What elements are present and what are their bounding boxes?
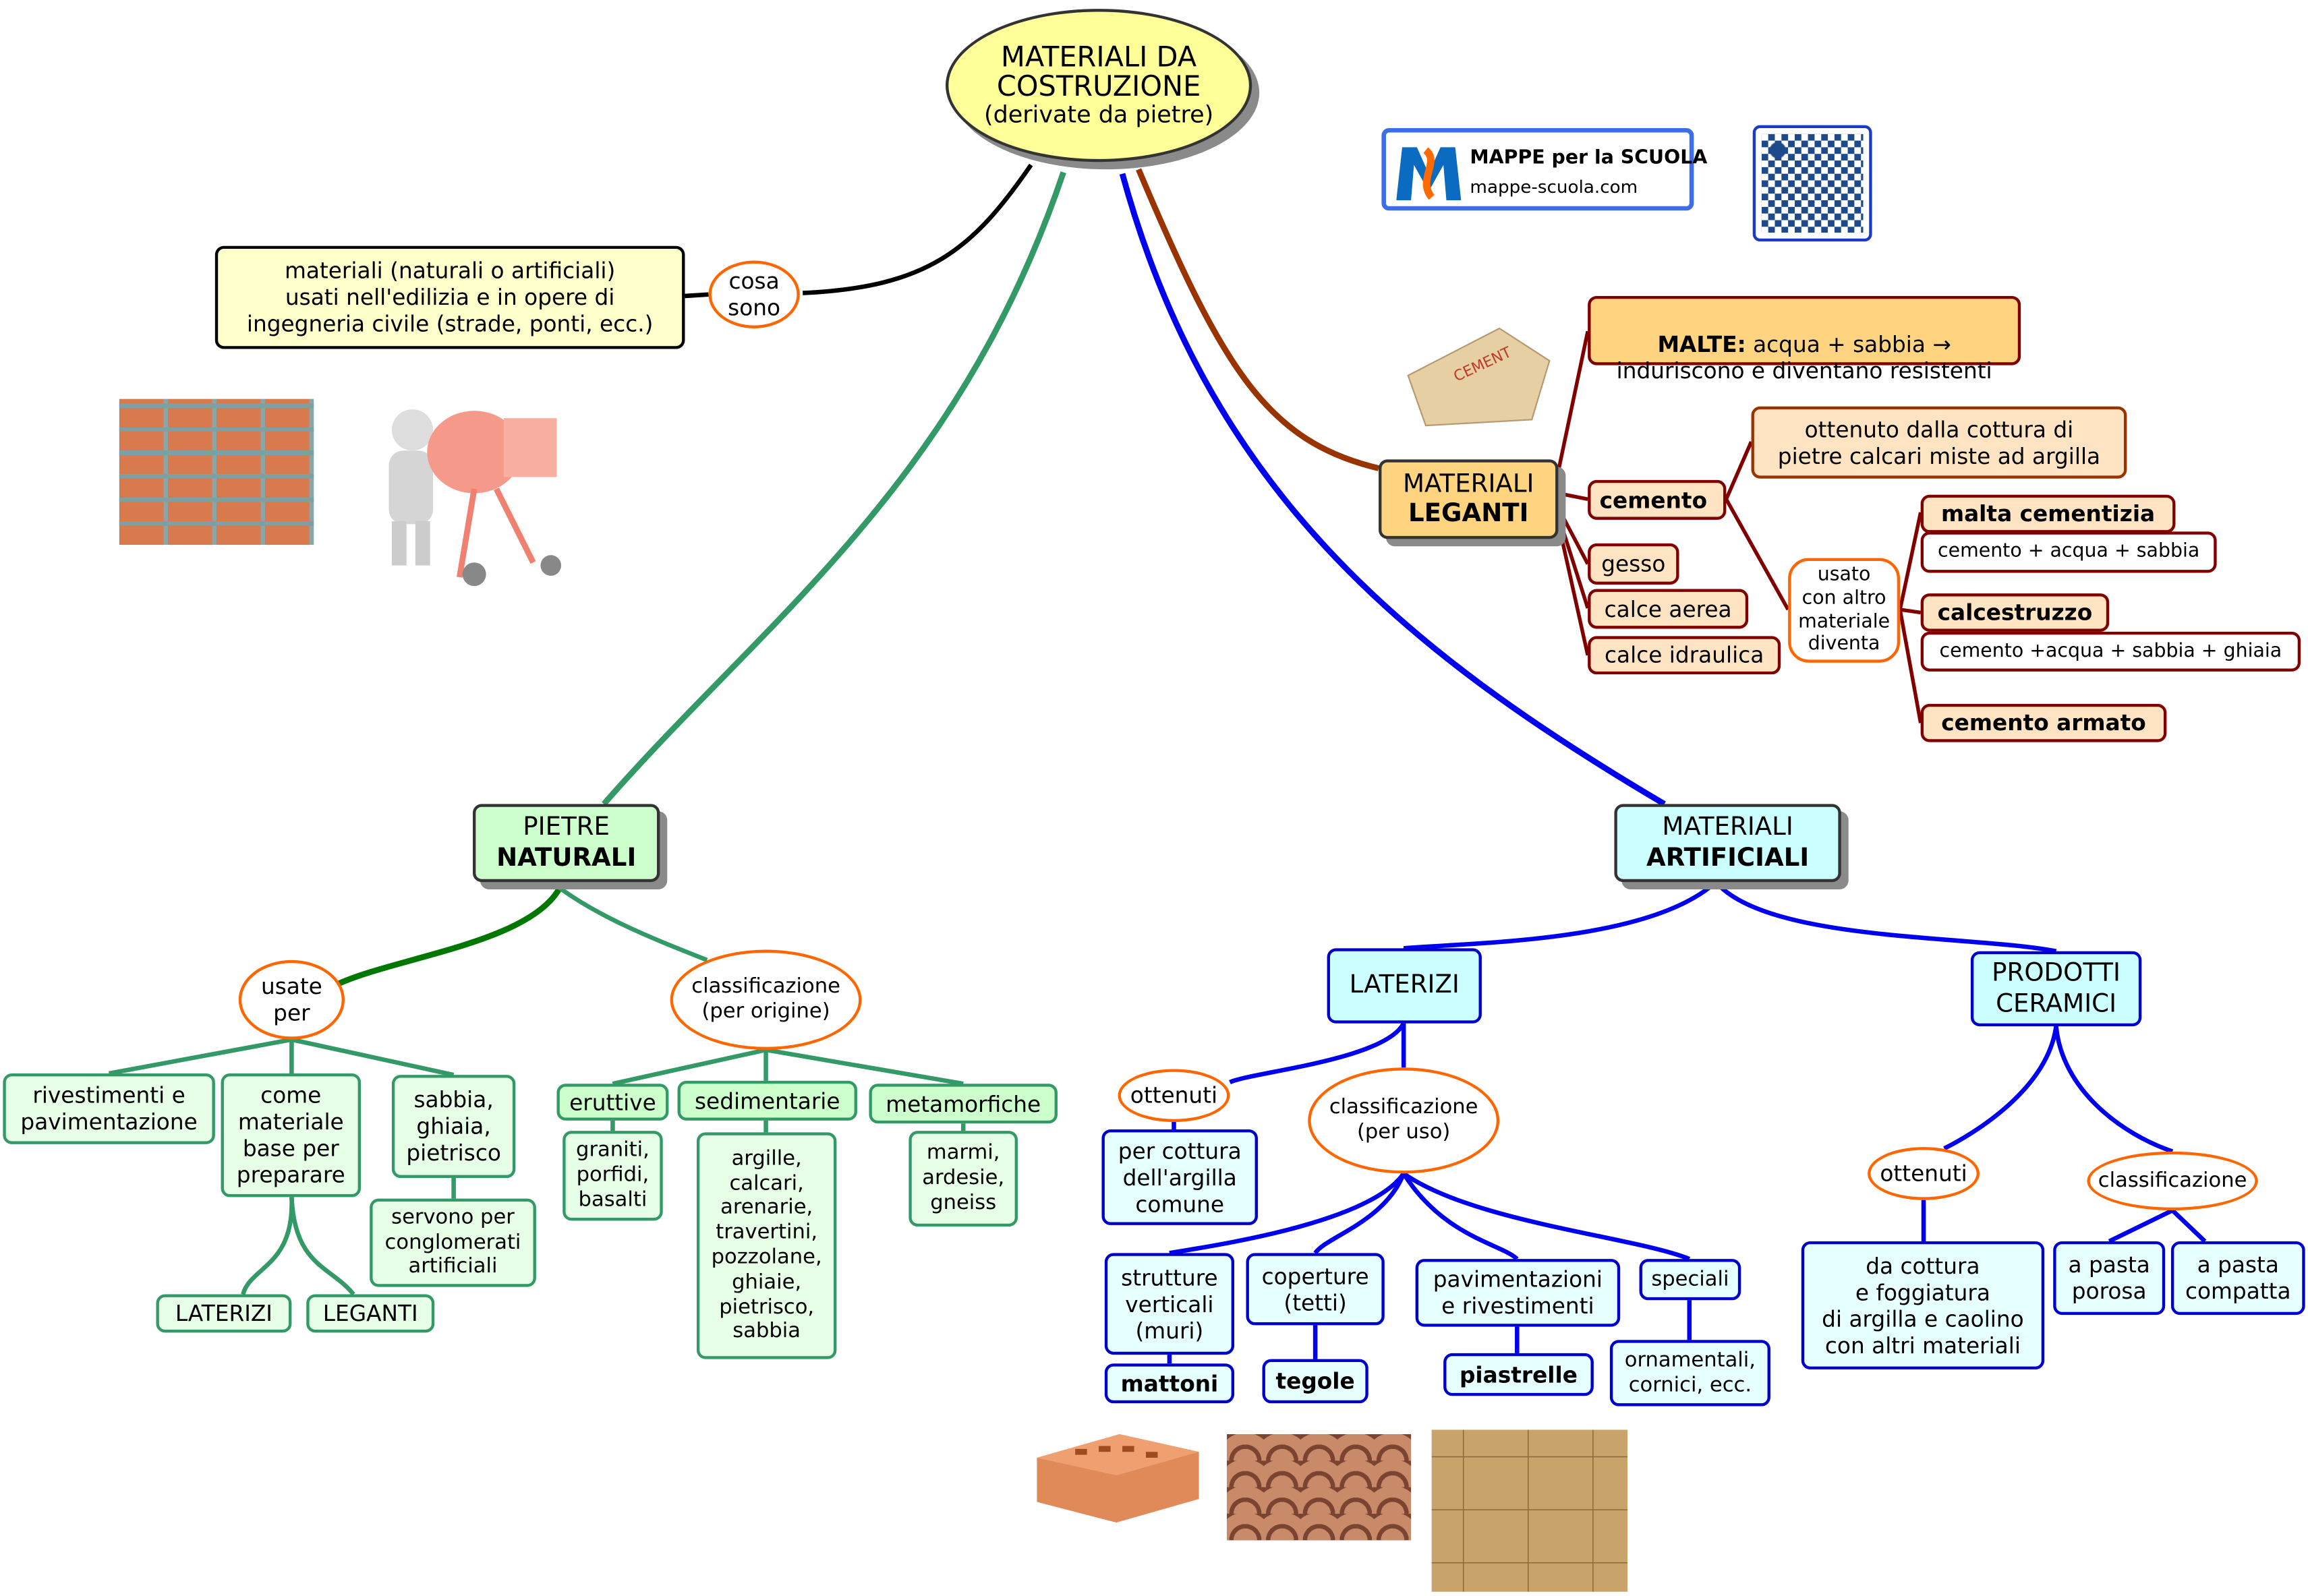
prodotti-ceramici-node[interactable]: PRODOTTI CERAMICI — [1970, 951, 2142, 1027]
classificazione-uso-connector[interactable]: classificazione (per uso) — [1308, 1067, 1500, 1174]
logo-title: MAPPE per la SCUOLA — [1470, 147, 1708, 170]
naturali-title-2: NATURALI — [496, 843, 637, 873]
pasta-compatta-node[interactable]: a pasta compatta — [2170, 1241, 2305, 1316]
piastrelle-node[interactable]: piastrelle — [1443, 1353, 1594, 1396]
rivestimenti-node[interactable]: rivestimenti e pavimentazione — [3, 1073, 215, 1144]
classificazione-origine-connector[interactable]: classificazione (per origine) — [670, 949, 862, 1051]
malte-node[interactable]: MALTE: acqua + sabbia → induriscono e di… — [1588, 295, 2021, 384]
gesso-node[interactable]: gesso — [1588, 543, 1679, 585]
brick-block-image — [1031, 1425, 1205, 1529]
laterizi-node[interactable]: LATERIZI — [1327, 948, 1482, 1024]
ceramici-ottenuti-connector[interactable]: ottenuti — [1868, 1147, 1980, 1200]
logo-m-icon — [1396, 142, 1462, 200]
ceramici-origin-node[interactable]: da cottura e foggiatura di argilla e cao… — [1801, 1241, 2045, 1369]
ornamentali-node[interactable]: ornamentali, cornici, ecc. — [1609, 1340, 1770, 1407]
logo-site: mappe-scuola.com — [1470, 177, 1638, 198]
link-definition-2 — [685, 292, 709, 299]
malta-cementizia-recipe[interactable]: cemento + acqua + sabbia — [1920, 531, 2217, 573]
artificiali-title-2: ARTIFICIALI — [1646, 843, 1810, 873]
laterizi-use-node[interactable]: LATERIZI — [156, 1294, 292, 1333]
malte-label: MALTE: — [1657, 331, 1746, 358]
roof-tiles-image — [1227, 1434, 1412, 1541]
usato-connector[interactable]: usato con altro materiale diventa — [1788, 558, 1901, 663]
calce-idraulica-node[interactable]: calce idraulica — [1588, 636, 1781, 675]
cemento-node[interactable]: cemento — [1588, 479, 1727, 520]
root-title-line2: COSTRUZIONE — [996, 69, 1201, 102]
calcestruzzo-node[interactable]: calcestruzzo — [1920, 593, 2110, 632]
cosa-sono-connector[interactable]: cosa sono — [708, 260, 800, 328]
link-naturali — [602, 171, 1066, 806]
cemento-origin-node[interactable]: ottenuto dalla cottura di pietre calcari… — [1751, 406, 2127, 479]
floor-tiles-image — [1431, 1429, 1628, 1592]
metamorfiche-node[interactable]: metamorfiche — [869, 1084, 1058, 1124]
malta-cementizia-node[interactable]: malta cementizia — [1920, 494, 2176, 533]
metamorfiche-examples[interactable]: marmi, ardesie, gneiss — [908, 1131, 1018, 1227]
calce-aerea-node[interactable]: calce aerea — [1588, 589, 1749, 629]
mappe-scuola-logo[interactable]: MAPPE per la SCUOLA mappe-scuola.com — [1381, 127, 1707, 211]
malte-text: acqua + sabbia → induriscono e diventano… — [1616, 331, 1992, 384]
artificiali-title-1: MATERIALI — [1662, 812, 1793, 843]
pasta-porosa-node[interactable]: a pasta porosa — [2053, 1241, 2166, 1316]
sedimentarie-examples[interactable]: argille, calcari, arenarie, travertini, … — [696, 1132, 837, 1359]
mattoni-node[interactable]: mattoni — [1104, 1363, 1235, 1404]
usate-per-connector[interactable]: usate per — [238, 959, 345, 1040]
cement-mixer-figure-image — [371, 386, 562, 592]
materiali-artificiali-node[interactable]: MATERIALI ARTIFICIALI — [1614, 804, 1841, 883]
link-definition — [803, 163, 1033, 295]
laterizi-origin-node[interactable]: per cottura dell'argilla comune — [1101, 1129, 1258, 1225]
pietre-naturali-node[interactable]: PIETRE NATURALI — [472, 804, 660, 883]
link-artificiali — [1119, 173, 1666, 807]
tegole-node[interactable]: tegole — [1262, 1359, 1368, 1404]
pavimentazioni-node[interactable]: pavimentazioni e rivestimenti — [1415, 1259, 1621, 1327]
definition-box[interactable]: materiali (naturali o artificiali) usati… — [214, 245, 685, 349]
sabbia-ghiaia-node[interactable]: sabbia, ghiaia, pietrisco — [391, 1075, 516, 1179]
cement-bag-image: CEMENT — [1396, 317, 1558, 430]
eruttive-examples[interactable]: graniti, porfidi, basalti — [562, 1131, 663, 1221]
materiali-leganti-node[interactable]: MATERIALI LEGANTI — [1379, 459, 1559, 539]
ceramici-classificazione-connector[interactable]: classificazione — [2087, 1151, 2258, 1211]
sedimentarie-node[interactable]: sedimentarie — [677, 1080, 857, 1121]
brick-wall-image — [119, 398, 314, 545]
root-subtitle: (derivate da pietre) — [983, 99, 1214, 127]
qr-code-icon[interactable] — [1752, 125, 1872, 242]
naturali-title-1: PIETRE — [523, 812, 610, 843]
link-leganti — [1136, 168, 1380, 471]
coperture-node[interactable]: coperture (tetti) — [1246, 1253, 1385, 1326]
leganti-use-node[interactable]: LEGANTI — [306, 1294, 435, 1333]
cemento-armato-node[interactable]: cemento armato — [1920, 703, 2167, 742]
laterizi-ottenuti-connector[interactable]: ottenuti — [1118, 1069, 1230, 1123]
calcestruzzo-recipe[interactable]: cemento +acqua + sabbia + ghiaia — [1920, 631, 2301, 672]
root-node[interactable]: MATERIALI DA COSTRUZIONE (derivate da pi… — [945, 9, 1252, 162]
materiale-base-node[interactable]: come materiale base per preparare — [221, 1073, 362, 1198]
leganti-title-1: MATERIALI — [1403, 469, 1534, 499]
eruttive-node[interactable]: eruttive — [556, 1084, 669, 1121]
strutture-verticali-node[interactable]: strutture verticali (muri) — [1104, 1253, 1235, 1355]
conglomerati-node[interactable]: servono per conglomerati artificiali — [370, 1198, 536, 1287]
root-title-line1: MATERIALI DA — [1001, 40, 1197, 73]
leganti-title-2: LEGANTI — [1408, 499, 1529, 529]
speciali-node[interactable]: speciali — [1639, 1259, 1741, 1301]
